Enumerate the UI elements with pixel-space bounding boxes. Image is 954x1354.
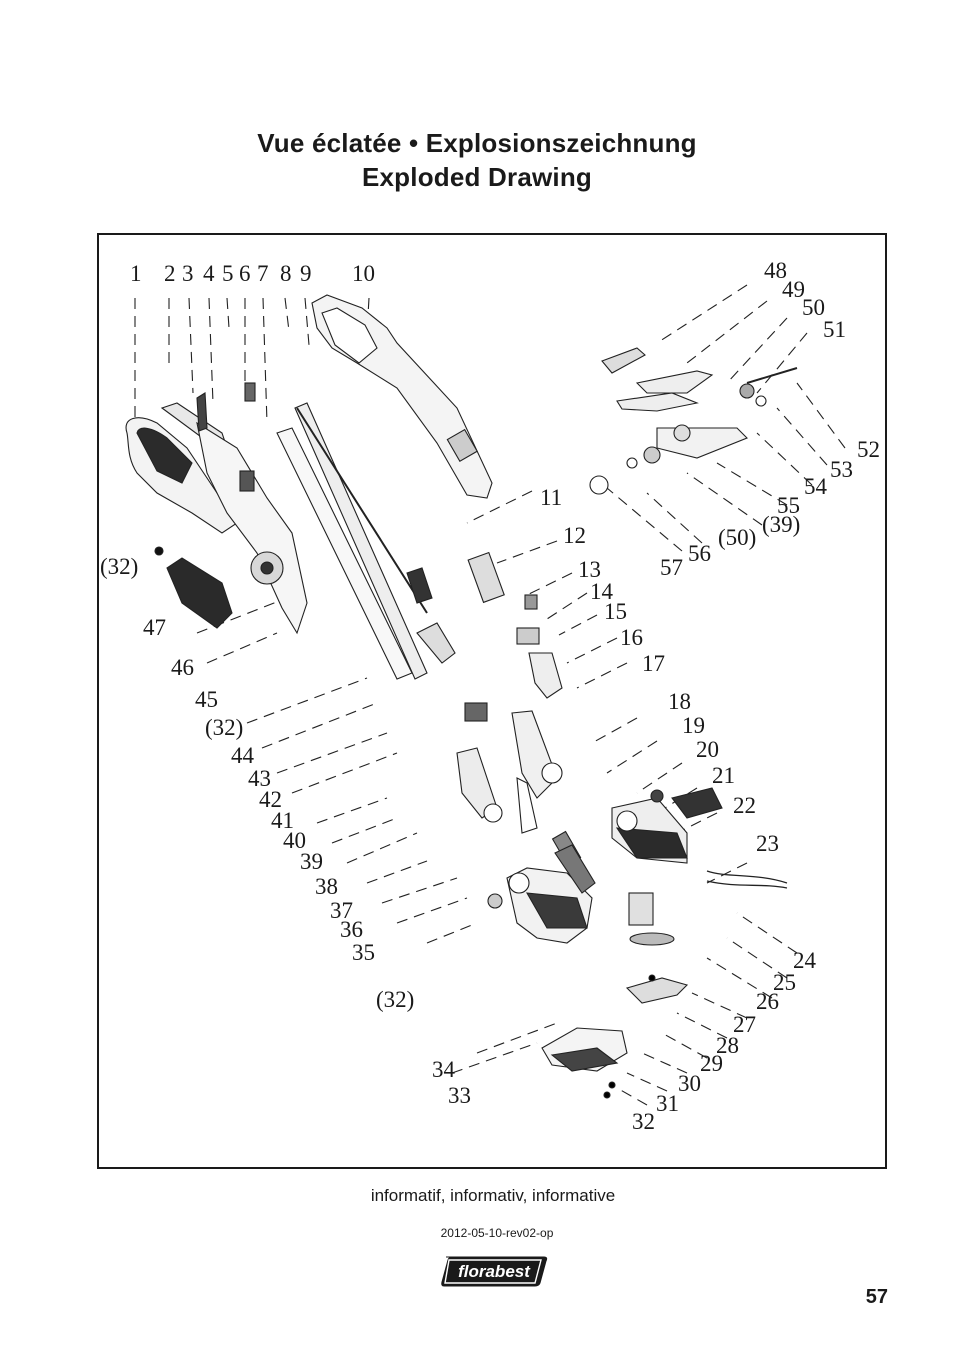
part-label: 43 [248,766,271,791]
part-label: 25 [773,970,796,995]
part-label: 22 [733,793,756,818]
part-label: 38 [315,874,338,899]
diagram-frame [97,233,887,1169]
part-label: 41 [271,808,294,833]
part-label: 15 [604,599,627,624]
part-label: 1 [130,261,142,286]
wheel-guide-assembly [589,347,798,495]
part-label: 3 [182,261,194,286]
part-label: (32) [205,715,244,740]
part-label: 12 [563,523,586,548]
page-title-line-2: Exploded Drawing [361,162,592,192]
part-label: 48 [764,258,787,283]
part-label: 34 [432,1057,455,1082]
part-label: 19 [682,713,705,738]
part-label: 10 [352,261,375,286]
part-label: 11 [540,485,563,510]
part-label: 24 [793,948,816,973]
part-label: 26 [756,989,779,1014]
part-label: 16 [620,625,643,650]
part-label: 57 [660,555,683,580]
exploded-drawing [125,284,846,1106]
part-label: 27 [733,1012,756,1037]
revision-code: 2012-05-10-rev02-op [440,1226,554,1240]
part-label: 13 [578,557,601,582]
part-label: 54 [804,474,827,499]
part-label: 14 [590,579,613,604]
part-label: 4 [203,261,215,286]
part-label: 20 [696,737,719,762]
part-label: 23 [756,831,779,856]
left-housing-assembly [125,382,308,635]
drawing-note: informatif, informativ, informative [370,1186,616,1205]
shaft-assembly [276,294,493,680]
part-label: 17 [642,651,665,676]
part-label: 8 [280,261,292,286]
part-label: 31 [656,1091,679,1116]
part-label: (32) [376,987,415,1012]
part-label: 51 [823,317,846,342]
part-label: 50 [802,295,825,320]
part-label: 46 [171,655,194,680]
part-label: 56 [688,541,711,566]
part-label: (50) [718,525,757,550]
part-label: 35 [352,940,375,965]
part-label: 2 [164,261,176,286]
part-label: 40 [283,828,306,853]
part-label: 29 [700,1051,723,1076]
page-number: 57 [865,1286,888,1308]
blade-assembly [541,870,788,1099]
part-label: 53 [830,457,853,482]
part-label: 30 [678,1071,701,1096]
part-label: 7 [257,261,269,286]
part-label: 45 [195,687,218,712]
part-label: 36 [340,917,363,942]
motor-housing-assembly [487,787,723,944]
florabest-logo: florabest [441,1256,548,1287]
part-label: 5 [222,261,234,286]
part-label: (39) [762,512,801,537]
part-label: 49 [782,277,805,302]
part-label: 55 [777,493,800,518]
part-label: 42 [259,787,282,812]
part-label: 28 [716,1033,739,1058]
part-label: 47 [143,615,166,640]
part-label: 9 [300,261,312,286]
part-label: 39 [300,849,323,874]
page-title-line-1: Vue éclatée • Explosionszeichnung [257,128,697,158]
part-label: 18 [668,689,691,714]
part-label: 33 [448,1083,471,1108]
switch-assembly [456,551,582,866]
part-label: (32) [100,554,139,579]
svg-text:florabest: florabest [458,1262,531,1281]
leader-lines [134,284,846,1106]
part-label: 21 [712,763,735,788]
part-label: 44 [231,743,254,768]
part-label: 6 [239,261,251,286]
part-label: 52 [857,437,880,462]
part-label: 32 [632,1109,655,1134]
part-label: 37 [330,898,353,923]
